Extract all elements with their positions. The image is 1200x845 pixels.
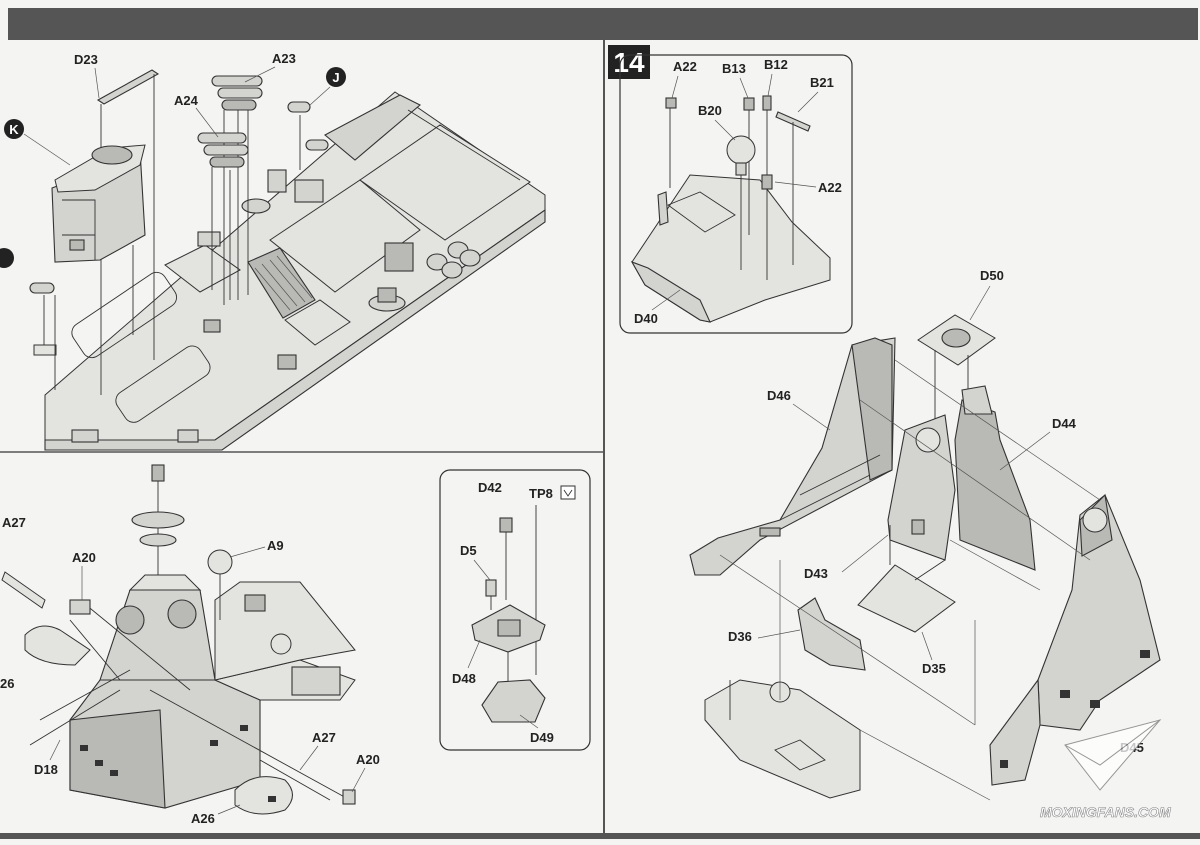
part-k-mast bbox=[51, 144, 146, 335]
label-a27-bot: A27 bbox=[312, 730, 336, 745]
inset-d40-platform bbox=[619, 54, 853, 334]
label-tp8: TP8 bbox=[529, 486, 553, 501]
label-j: J bbox=[332, 70, 339, 85]
label-a20-bot: A20 bbox=[356, 752, 380, 767]
header-bar bbox=[8, 8, 1198, 40]
superstructure bbox=[1, 464, 356, 815]
label-d5: D5 bbox=[460, 543, 477, 558]
part-d35 bbox=[857, 525, 956, 633]
label-d44: D44 bbox=[1052, 416, 1077, 431]
label-d23: D23 bbox=[74, 52, 98, 67]
photo-etch-glyph-icon bbox=[563, 489, 573, 497]
part-d36 bbox=[797, 597, 866, 671]
photo-etch-icon bbox=[560, 485, 576, 500]
callout-k: K bbox=[4, 119, 71, 166]
label-a9: A9 bbox=[267, 538, 284, 553]
part-d43 bbox=[887, 414, 956, 561]
part-d45 bbox=[989, 493, 1161, 786]
label-b21: B21 bbox=[810, 75, 834, 90]
label-a26-bot: A26 bbox=[191, 811, 215, 826]
label-a24: A24 bbox=[174, 93, 199, 108]
footer-bar bbox=[0, 833, 1200, 839]
label-d50: D50 bbox=[980, 268, 1004, 283]
part-bottom-platform bbox=[704, 679, 861, 799]
deck-assembly bbox=[33, 91, 546, 451]
callout-partial-left bbox=[0, 248, 14, 268]
label-d48: D48 bbox=[452, 671, 476, 686]
label-a26-left: 26 bbox=[0, 676, 14, 691]
step-number: 14 bbox=[613, 47, 645, 78]
watermark-text: MOXINGFANS.COM bbox=[1040, 804, 1171, 820]
watermark-logo bbox=[1064, 719, 1162, 791]
part-d50 bbox=[917, 314, 996, 420]
label-k: K bbox=[9, 122, 19, 137]
label-d18: D18 bbox=[34, 762, 58, 777]
label-d40: D40 bbox=[634, 311, 658, 326]
callout-j: J bbox=[309, 67, 346, 106]
label-a27-top: A27 bbox=[2, 515, 26, 530]
label-b20: B20 bbox=[698, 103, 722, 118]
step-badge: 14 bbox=[608, 45, 650, 79]
label-d46: D46 bbox=[767, 388, 791, 403]
inset-mast-assembly bbox=[439, 469, 591, 751]
label-a20-top: A20 bbox=[72, 550, 96, 565]
label-a22-mid: A22 bbox=[818, 180, 842, 195]
label-b12: B12 bbox=[764, 57, 788, 72]
part-a24 bbox=[197, 132, 249, 300]
label-d42: D42 bbox=[478, 480, 502, 495]
part-a23 bbox=[211, 75, 263, 305]
part-d44 bbox=[954, 385, 1036, 571]
label-d36: D36 bbox=[728, 629, 752, 644]
part-d46 bbox=[689, 337, 896, 576]
label-d35: D35 bbox=[922, 661, 946, 676]
label-a23: A23 bbox=[272, 51, 296, 66]
label-b13: B13 bbox=[722, 61, 746, 76]
part-j bbox=[29, 101, 329, 390]
label-a22-top: A22 bbox=[673, 59, 697, 74]
label-d49: D49 bbox=[530, 730, 554, 745]
assembly-guides bbox=[719, 359, 1101, 801]
label-d43: D43 bbox=[804, 566, 828, 581]
